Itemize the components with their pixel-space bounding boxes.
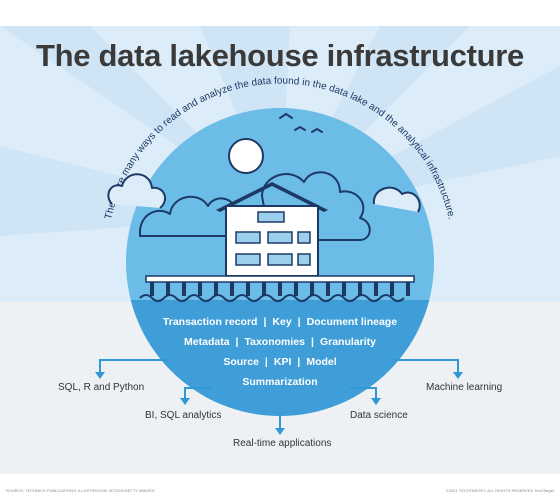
use-label-sql-r-python: SQL, R and Python <box>58 382 145 393</box>
warehouse-icon <box>216 182 328 277</box>
separator: | <box>235 336 239 348</box>
separator: | <box>263 316 267 328</box>
arrow-icon <box>99 359 168 372</box>
outer-clouds <box>107 173 421 213</box>
attribute-label: Metadata <box>184 336 230 348</box>
pier-icon <box>145 275 415 296</box>
sun-icon <box>228 138 264 174</box>
attribute-label: Key <box>272 316 292 328</box>
cloud-icon <box>372 186 421 213</box>
bird-icon <box>279 112 293 119</box>
use-label-bi-sql-analytics: BI, SQL analytics <box>145 410 222 421</box>
page-title: The data lakehouse infrastructure <box>36 38 524 73</box>
arrow-icon <box>350 387 377 398</box>
arrow-icon <box>184 387 212 398</box>
attribute-label: Summarization <box>242 376 318 388</box>
separator: | <box>297 316 301 328</box>
attribute-label: Taxonomies <box>244 336 305 348</box>
copyright-credit: ©2021 TECHTARGET. ALL RIGHTS RESERVED Te… <box>445 488 554 493</box>
birds <box>279 112 323 133</box>
use-label-real-time-applications: Real-time applications <box>233 438 332 449</box>
arrow-icon <box>394 359 459 372</box>
attribute-label: Granularity <box>319 336 376 348</box>
cloud-icon <box>107 173 167 209</box>
attribute-label: Transaction record <box>162 316 258 328</box>
source-credit: SOURCE: TECHNICS PUBLICATIONS; ILLUSTRAT… <box>6 488 155 493</box>
attribute-row-3: Source | KPI | Model <box>0 356 560 368</box>
attribute-label: KPI <box>273 356 292 368</box>
attribute-label: Source <box>223 356 259 368</box>
attribute-label: Model <box>306 356 337 368</box>
use-label-machine-learning: Machine learning <box>426 382 503 393</box>
attribute-row-1: Transaction record | Key | Document lineage <box>0 316 560 328</box>
bird-icon <box>311 127 323 133</box>
use-label-data-science: Data science <box>350 410 408 421</box>
separator: | <box>297 356 301 368</box>
attribute-row-4: Summarization <box>0 376 560 388</box>
attribute-label: Document lineage <box>306 316 398 328</box>
bird-icon <box>294 125 306 131</box>
attribute-row-2: Metadata | Taxonomies | Granularity <box>0 336 560 348</box>
separator: | <box>310 336 314 348</box>
connector-arrows <box>99 359 459 428</box>
arrowheads <box>95 372 463 435</box>
separator: | <box>264 356 268 368</box>
